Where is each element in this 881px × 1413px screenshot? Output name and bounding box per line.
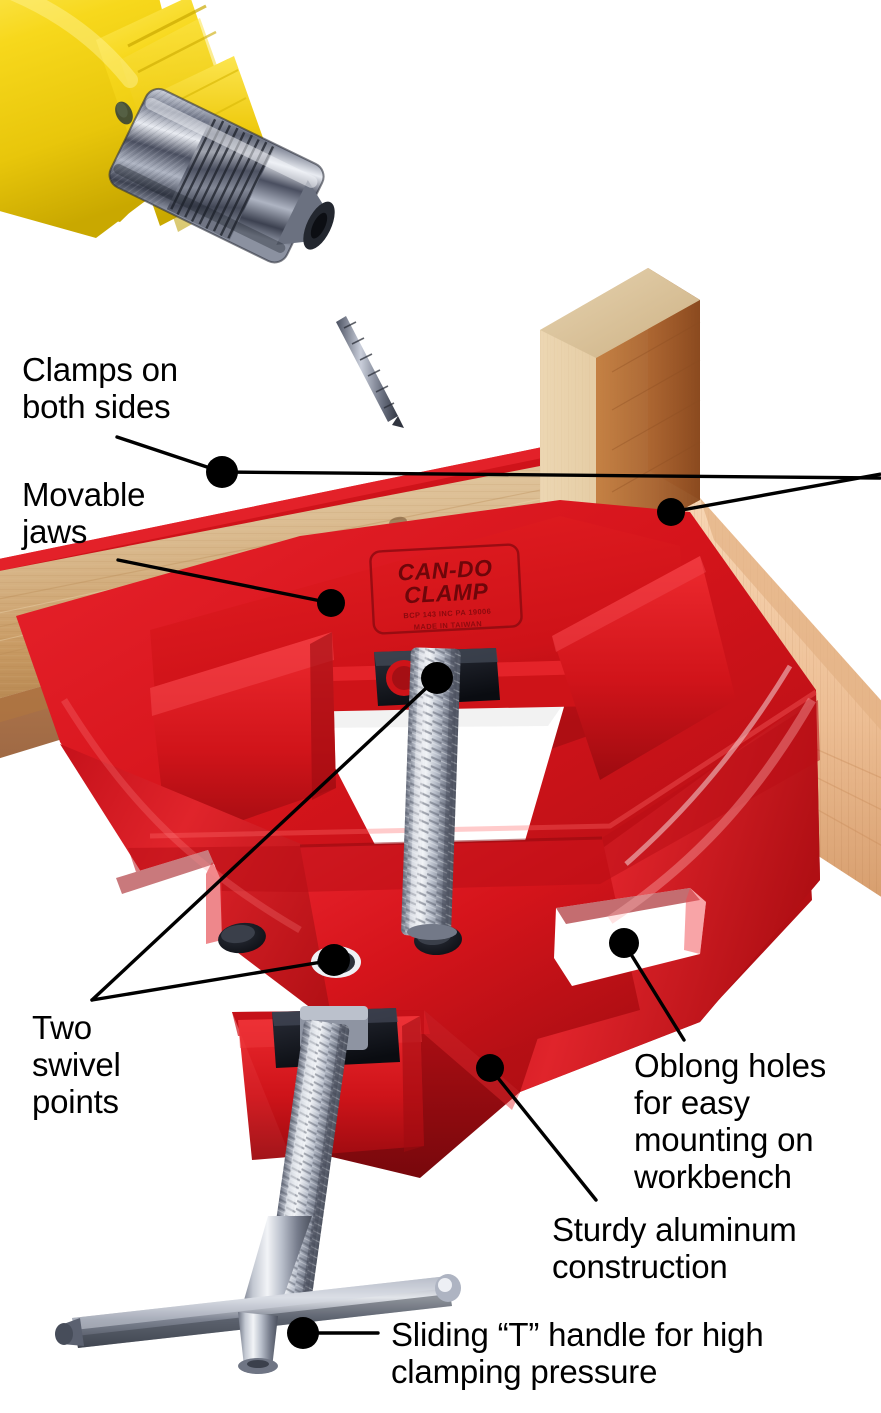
callout-clamps-on-both-sides: Clamps on both sides [22, 351, 178, 425]
power-drill [0, 0, 404, 428]
callout-dots [206, 456, 685, 1349]
callout-movable-jaws: Movable jaws [22, 476, 146, 550]
dot-swivel-upper [421, 662, 453, 694]
callout-oblong-holes: Oblong holes for easy mounting on workbe… [634, 1047, 827, 1195]
callout-leaders [90, 435, 881, 1335]
svg-text:MADE IN TAIWAN: MADE IN TAIWAN [414, 619, 483, 632]
callout-two-swivel-points: Two swivel points [32, 1009, 121, 1120]
wood-post-vertical [540, 268, 701, 556]
svg-text:CLAMP: CLAMP [403, 578, 489, 608]
dot-movable-jaws [317, 589, 345, 617]
dot-sliding-handle [287, 1317, 319, 1349]
callout-sliding-t-handle: Sliding “T” handle for high clamping pre… [391, 1316, 764, 1390]
dot-clamps-left [206, 456, 238, 488]
dot-swivel-lower [318, 944, 350, 976]
callout-sturdy-aluminum-construction: Sturdy aluminum construction [552, 1211, 797, 1285]
lower-clamp-screw [55, 1006, 461, 1374]
dot-oblong-holes [609, 928, 639, 958]
dot-sturdy-aluminum [476, 1054, 504, 1082]
svg-text:CAN-DO: CAN-DO [397, 555, 493, 586]
